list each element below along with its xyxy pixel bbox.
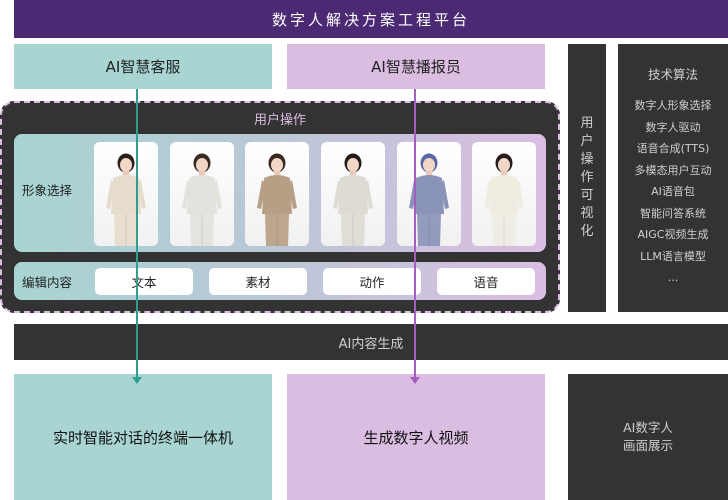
avatar-figure-icon (472, 142, 536, 246)
edit-action-label: 动作 (359, 275, 385, 290)
technology-algorithms-column: 技术算法 数字人形象选择 数字人驱动 语音合成(TTS) 多模态用户互动 AI语… (618, 44, 728, 312)
user-operation-title: 用户操作 (0, 108, 560, 128)
vis-char: 操 (580, 152, 594, 167)
avatar-white-suit-fist[interactable] (170, 142, 234, 246)
avatar-tan-suit-thumbs[interactable] (245, 142, 309, 246)
vis-char: 用 (580, 116, 594, 131)
edit-text-button[interactable]: 文本 (95, 268, 193, 295)
algorithm-item: AI语音包 (651, 185, 695, 198)
vis-char: 户 (580, 134, 594, 149)
ai-customer-service-label: AI智慧客服 (105, 58, 181, 76)
algorithm-item: 数字人形象选择 (634, 99, 712, 112)
arrow-down-icon (410, 377, 420, 384)
avatar-figure-icon (170, 142, 234, 246)
edit-material-label: 素材 (245, 275, 271, 290)
algorithms-heading: 技术算法 (647, 67, 698, 82)
realtime-terminal-label: 实时智能对话的终端一体机 (52, 428, 233, 447)
generate-video-box: 生成数字人视频 (287, 374, 545, 500)
algorithm-item: LLM语言模型 (640, 249, 706, 263)
generate-video-label: 生成数字人视频 (363, 428, 469, 447)
avatar-figure-icon (397, 142, 461, 246)
avatar-figure-icon (245, 142, 309, 246)
user-operation-title-text: 用户操作 (253, 112, 306, 128)
avatar-cream-suit-tablet[interactable] (94, 142, 158, 246)
avatar-selection-label: 形象选择 (22, 183, 73, 198)
user-operation-visualization-column: 用 户 操 作 可 视 化 (568, 44, 606, 312)
edit-content-label: 编辑内容 (22, 275, 73, 290)
edit-voice-button[interactable]: 语音 (437, 268, 535, 295)
algorithm-item: AIGC视频生成 (637, 228, 709, 241)
platform-title: 数字人解决方案工程平台 (14, 0, 728, 38)
algorithm-item-ellipsis: ... (667, 271, 679, 284)
vis-char: 作 (580, 170, 594, 185)
ai-content-generation-bar: AI内容生成 (14, 324, 728, 360)
algorithm-item: 多模态用户互动 (634, 163, 712, 177)
algorithm-item: 语音合成(TTS) (636, 142, 710, 155)
ai-broadcaster-label: AI智慧播报员 (371, 58, 461, 76)
algorithm-item: 数字人驱动 (645, 120, 701, 134)
vis-char: 化 (580, 224, 594, 239)
customer-service-flow-line (136, 89, 138, 381)
realtime-terminal-box: 实时智能对话的终端一体机 (14, 374, 272, 500)
platform-title-text: 数字人解决方案工程平台 (271, 10, 470, 29)
vis-char: 视 (580, 206, 594, 221)
avatar-silver-cyber[interactable] (397, 142, 461, 246)
ai-content-generation-label: AI内容生成 (338, 336, 404, 352)
avatar-blouse-gray-skirt[interactable] (321, 142, 385, 246)
broadcaster-flow-line (414, 89, 416, 381)
avatar-white-heart-hanfu[interactable] (472, 142, 536, 246)
display-line-2: 画面展示 (622, 438, 673, 453)
vis-char: 可 (580, 188, 594, 203)
avatar-figure-icon (94, 142, 158, 246)
edit-voice-label: 语音 (473, 275, 499, 290)
display-line-1: AI数字人 (623, 420, 673, 435)
ai-customer-service-box: AI智慧客服 (14, 44, 272, 89)
algorithm-item: 智能问答系统 (640, 206, 706, 220)
edit-material-button[interactable]: 素材 (209, 268, 307, 295)
ai-broadcaster-box: AI智慧播报员 (287, 44, 545, 89)
edit-action-button[interactable]: 动作 (323, 268, 421, 295)
arrow-down-icon (132, 377, 142, 384)
avatar-figure-icon (321, 142, 385, 246)
digital-human-display-box: AI数字人 画面展示 (568, 374, 728, 500)
